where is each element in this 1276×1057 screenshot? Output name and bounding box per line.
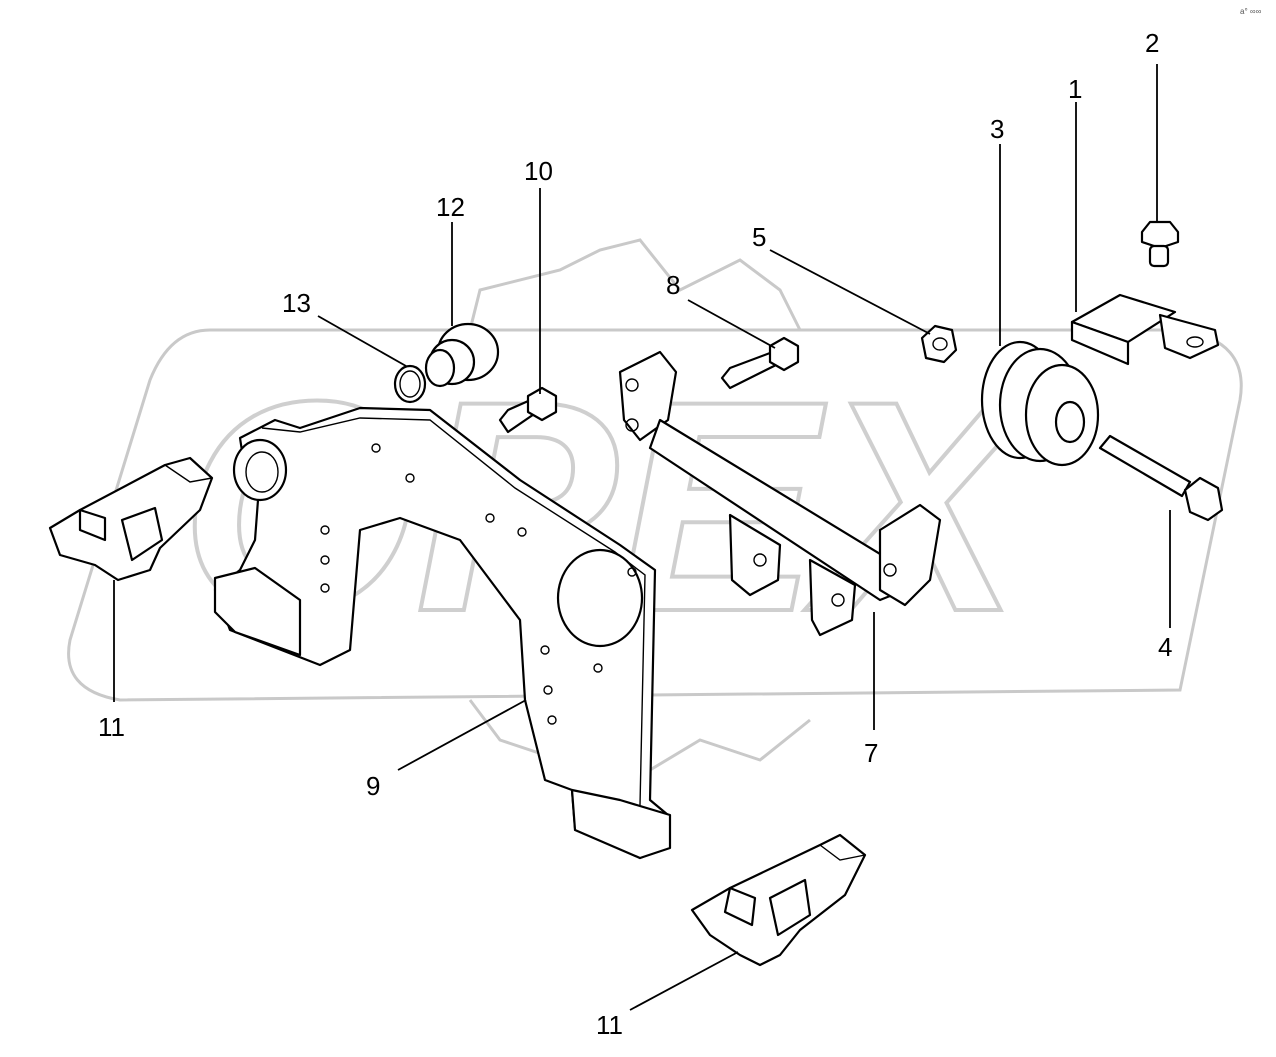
leader-5 <box>769 249 931 335</box>
part-4-long-bolt <box>1098 434 1224 522</box>
callout-1: 1 <box>1068 74 1082 104</box>
corner-mark: a° ∞∞ <box>1240 7 1262 16</box>
part-3-rubber-mount <box>980 340 1100 467</box>
leader-11b <box>629 951 739 1011</box>
watermark: OPEX <box>67 238 1243 772</box>
part-13-ring <box>393 364 427 404</box>
callout-4: 4 <box>1158 632 1172 662</box>
callout-12: 12 <box>436 192 465 222</box>
part-1-bracket <box>1070 293 1220 366</box>
part-11-wedge-left <box>48 456 214 582</box>
part-2-bolt <box>1140 220 1180 268</box>
part-7-support-arm <box>618 350 942 637</box>
callout-2: 2 <box>1145 28 1159 58</box>
part-9-main-bracket <box>213 406 672 860</box>
callout-8: 8 <box>666 270 680 300</box>
watermark-gear-outline <box>67 328 1243 702</box>
callout-5: 5 <box>752 222 766 252</box>
leader-8 <box>687 299 776 349</box>
part-5-nut <box>920 324 958 364</box>
callout-7: 7 <box>864 738 878 768</box>
callout-11-bottom: 11 <box>596 1010 623 1040</box>
callout-11-left: 11 <box>98 712 125 742</box>
leader-9 <box>397 699 527 771</box>
callout-3: 3 <box>990 114 1004 144</box>
part-12-bushing <box>424 322 500 388</box>
part-11-wedge-bottom <box>690 833 867 967</box>
callout-10: 10 <box>524 156 553 186</box>
part-10-bolt <box>498 386 558 434</box>
leader-lines <box>113 64 1171 1011</box>
callout-13: 13 <box>282 288 311 318</box>
leader-13 <box>317 315 407 367</box>
callout-9: 9 <box>366 771 380 801</box>
part-8-bolt <box>720 336 800 390</box>
callouts: 1 2 3 4 5 7 8 9 10 11 11 12 13 <box>98 28 1172 1040</box>
